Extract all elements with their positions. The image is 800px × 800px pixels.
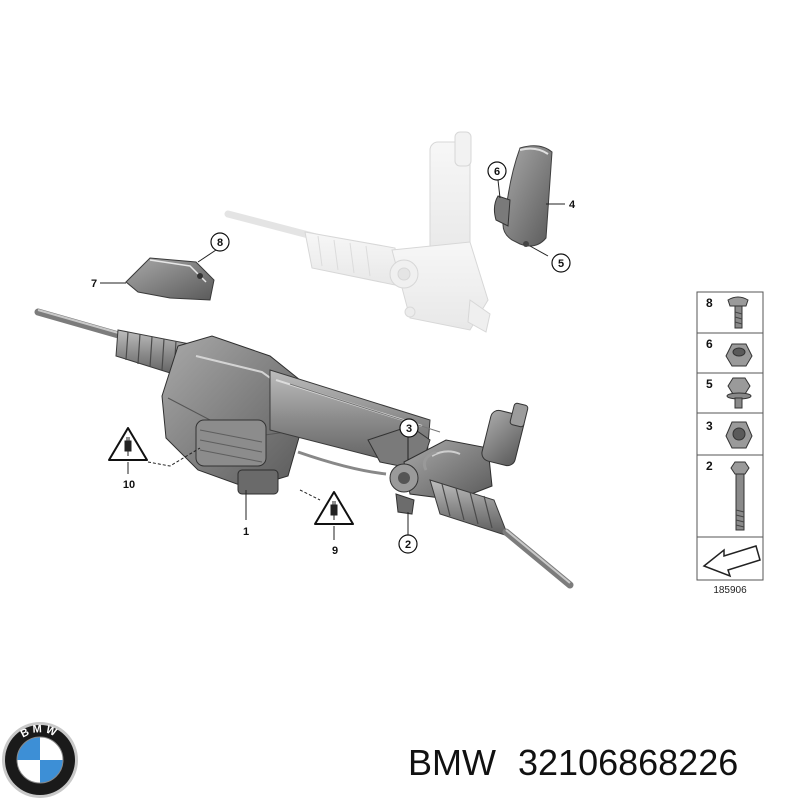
part-number: 32106868226 <box>518 742 739 783</box>
callout-7[interactable]: 7 <box>91 278 97 290</box>
part-caption: BMW 32106868226 <box>408 742 788 784</box>
brand-name: BMW <box>408 742 496 783</box>
callout-8[interactable]: 8 <box>210 232 230 252</box>
part-4-boot-cover[interactable] <box>493 145 553 247</box>
hex-bolt-flange-icon <box>726 377 752 409</box>
reference-arrow-icon <box>702 545 761 578</box>
callout-10[interactable]: 10 <box>123 479 135 491</box>
svg-text:5: 5 <box>558 258 564 270</box>
legend-item-5[interactable]: 5 <box>706 377 752 409</box>
self-locking-nut-icon <box>725 421 753 449</box>
callout-4[interactable]: 4 <box>569 199 576 211</box>
ghost-steering-rack <box>224 131 491 333</box>
callout-9[interactable]: 9 <box>332 545 338 557</box>
warning-triangle-icon <box>108 427 148 461</box>
leader-lines <box>100 179 565 540</box>
svg-text:1: 1 <box>243 526 249 538</box>
legend-item-3[interactable]: 3 <box>706 419 753 449</box>
callout-6[interactable]: 6 <box>487 161 507 181</box>
callout-2[interactable]: 2 <box>398 534 418 554</box>
svg-text:8: 8 <box>217 237 223 249</box>
screw-icon <box>727 296 749 329</box>
callout-3[interactable]: 3 <box>399 418 419 438</box>
steering-rack-assembly[interactable] <box>34 308 574 589</box>
svg-text:2: 2 <box>706 459 713 473</box>
collar-nut-icon <box>725 343 753 367</box>
bmw-logo: BMW <box>2 722 78 798</box>
svg-text:8: 8 <box>706 296 713 310</box>
callout-1[interactable]: 1 <box>243 526 249 538</box>
legend-item-2[interactable]: 2 <box>706 459 750 531</box>
legend-item-6[interactable]: 6 <box>706 337 753 367</box>
diagram-reference-number: 185906 <box>713 585 747 596</box>
svg-text:3: 3 <box>406 423 412 435</box>
fastener-legend: 8 6 5 3 <box>696 291 764 596</box>
svg-text:6: 6 <box>706 337 713 351</box>
svg-text:4: 4 <box>569 199 576 211</box>
long-bolt-icon <box>730 461 750 531</box>
svg-text:3: 3 <box>706 419 713 433</box>
svg-text:5: 5 <box>706 377 713 391</box>
svg-text:6: 6 <box>494 166 500 178</box>
svg-text:2: 2 <box>405 539 411 551</box>
warning-triangle-icon <box>314 491 354 525</box>
legend-item-8[interactable]: 8 <box>706 296 749 329</box>
part-7-heat-shield[interactable] <box>125 257 215 301</box>
svg-text:7: 7 <box>91 278 97 290</box>
callout-5[interactable]: 5 <box>551 253 571 273</box>
svg-text:BMW: BMW <box>19 723 61 740</box>
svg-text:9: 9 <box>332 545 338 557</box>
svg-text:10: 10 <box>123 479 135 491</box>
